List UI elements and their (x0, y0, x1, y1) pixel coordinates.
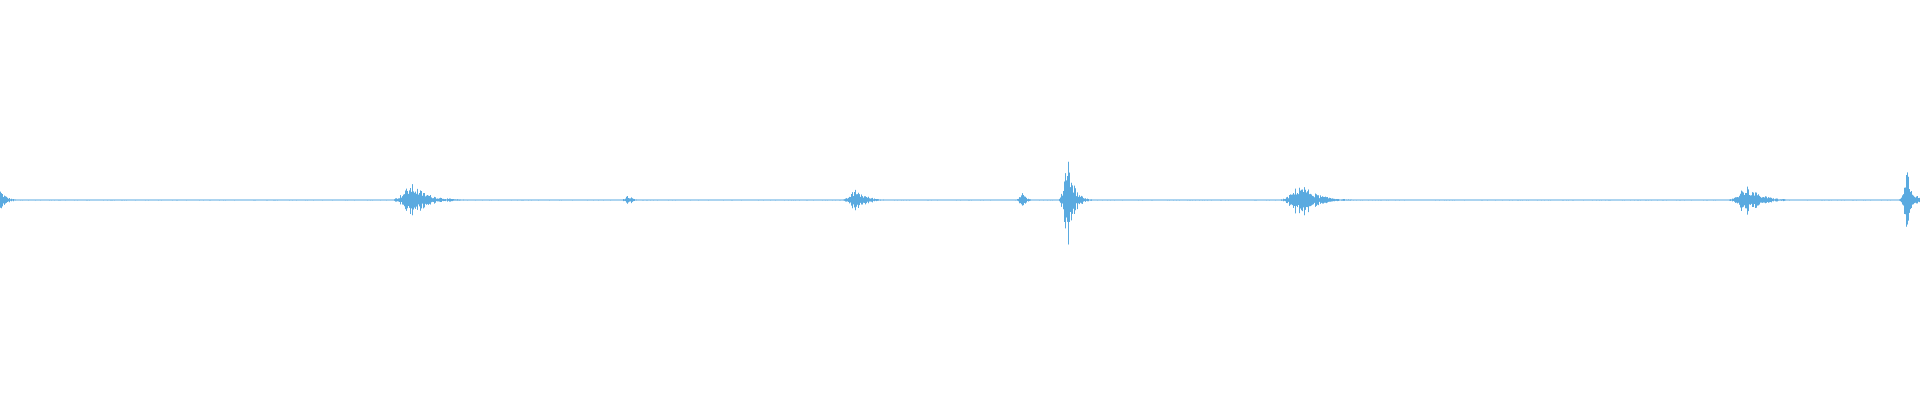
waveform-amplitude-path (0, 161, 1920, 245)
waveform-samples (0, 161, 1920, 245)
